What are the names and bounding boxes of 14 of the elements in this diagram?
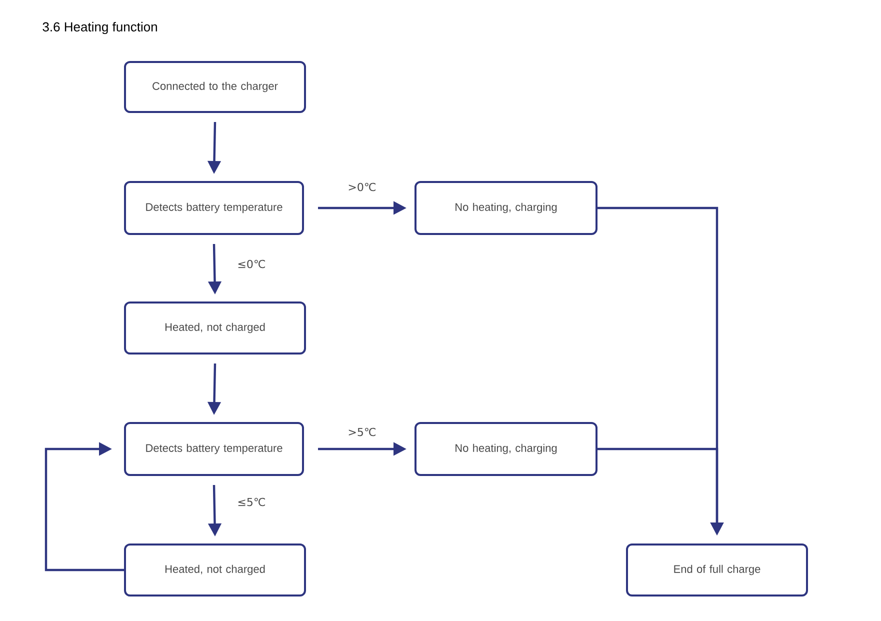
process-box: No heating, charging <box>414 422 598 476</box>
arrow <box>44 442 124 572</box>
process-box: Heated, not charged <box>124 302 306 354</box>
edge-label: >0℃ <box>348 182 376 192</box>
title: 3.6 Heating function <box>42 22 157 34</box>
edge-label: >5℃ <box>348 428 376 436</box>
process-box: Heated, not charged <box>124 544 306 596</box>
process-box: End of full charge <box>626 544 808 596</box>
process-box: Detects battery temperature <box>124 422 304 476</box>
process-box: Detects battery temperature <box>124 181 304 235</box>
edge-label: ≤0℃ <box>238 260 265 268</box>
edge-label: ≤5℃ <box>238 498 265 506</box>
process-box: No heating, charging <box>414 181 598 235</box>
process-box: Connected to the charger <box>124 61 306 113</box>
